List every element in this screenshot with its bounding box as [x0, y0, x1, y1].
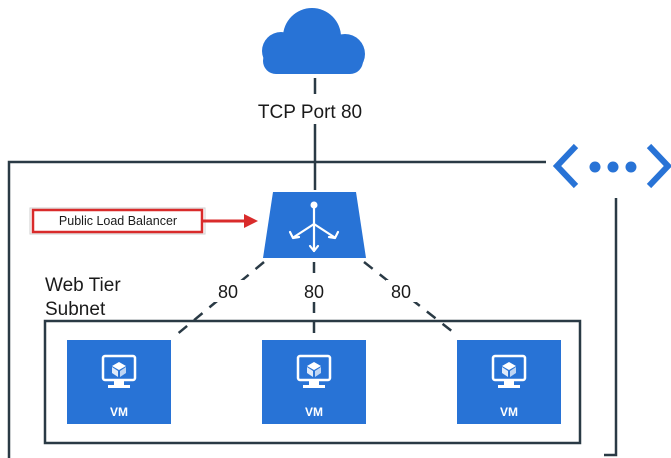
subnet-label-line2: Subnet — [45, 299, 106, 320]
virtual-machine-icon — [491, 354, 527, 388]
vm-tile-center: VM — [262, 340, 366, 424]
virtual-machine-icon — [101, 354, 137, 388]
subnet-label-line1: Web Tier — [45, 275, 121, 296]
link-lines — [174, 261, 459, 337]
subnet-boundary — [43, 319, 582, 445]
link-label-right: 80 — [391, 282, 411, 302]
callout-arrow — [203, 214, 258, 228]
vm-label: VM — [110, 405, 128, 419]
vnet-boundary — [7, 160, 618, 458]
port-label: TCP Port 80 — [258, 102, 362, 123]
vm-label: VM — [305, 405, 323, 419]
virtual-machine-icon — [296, 354, 332, 388]
vm-tile-right: VM — [457, 340, 561, 424]
virtual-network-icon — [552, 143, 671, 189]
vm-tile-left: VM — [67, 340, 171, 424]
callout-box — [29, 207, 206, 235]
cloud-icon — [262, 8, 365, 74]
link-label-center: 80 — [304, 282, 324, 302]
link-label-left: 80 — [218, 282, 238, 302]
callout-label: Public Load Balancer — [58, 214, 178, 228]
vm-label: VM — [500, 405, 518, 419]
load-balancer-icon — [263, 192, 366, 258]
